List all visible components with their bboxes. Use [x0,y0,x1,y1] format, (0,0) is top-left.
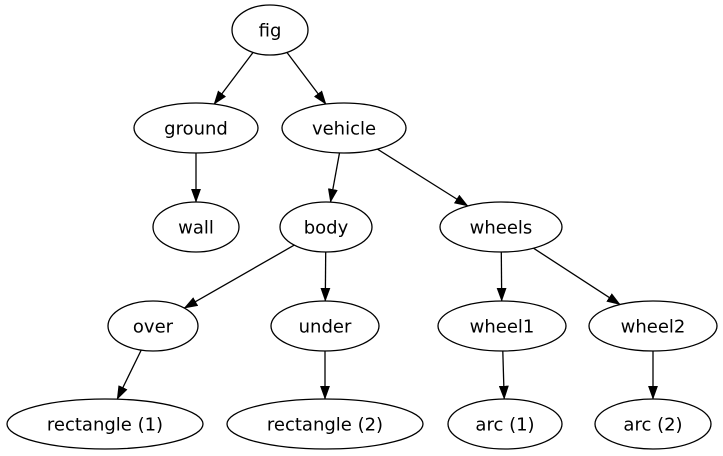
edges-layer [116,52,658,400]
node-ellipse-ground [133,102,259,154]
node-ellipse-under [270,300,380,352]
node-label-fig: fig [259,20,282,41]
node-arc2: arc (2) [594,398,712,450]
node-ellipse-fig [231,4,309,56]
node-label-under: under [299,316,352,337]
edge-body-over [183,244,295,309]
node-label-rectangle2: rectangle (2) [267,414,383,435]
node-ellipse-wheels [439,201,563,253]
node-wheel2: wheel2 [588,300,718,352]
node-ellipse-over [107,300,199,352]
node-label-wheels: wheels [470,217,533,238]
node-label-arc1: arc (1) [475,414,534,435]
node-wheel1: wheel1 [437,300,567,352]
node-label-ground: ground [164,118,228,139]
node-arc1: arc (1) [447,398,563,450]
edge-wheels-wheel2 [533,247,621,306]
node-fig: fig [231,4,309,56]
edge-wheel1-arc1 [498,350,509,400]
node-label-body: body [304,217,349,238]
node-wall: wall [152,201,240,253]
nodes-layer: fig ground vehicle wall body wheels over under w… [6,4,718,450]
node-body: body [279,201,373,253]
node-ellipse-wheel2 [588,300,718,352]
node-ellipse-body [279,201,373,253]
node-wheels: wheels [439,201,563,253]
node-ellipse-wheel1 [437,300,567,352]
node-label-wall: wall [178,217,214,238]
edge-vehicle-wheels [377,148,469,207]
node-ground: ground [133,102,259,154]
node-label-wheel1: wheel1 [470,316,535,337]
node-label-vehicle: vehicle [312,118,376,139]
node-over: over [107,300,199,352]
node-ellipse-arc2 [594,398,712,450]
node-ellipse-arc1 [447,398,563,450]
node-ellipse-vehicle [281,102,407,154]
node-ellipse-rectangle1 [6,398,204,450]
node-label-rectangle1: rectangle (1) [47,414,163,435]
node-under: under [270,300,380,352]
node-ellipse-wall [152,201,240,253]
node-label-arc2: arc (2) [623,414,682,435]
node-label-over: over [133,316,174,337]
node-rectangle2: rectangle (2) [226,398,424,450]
node-rectangle1: rectangle (1) [6,398,204,450]
node-ellipse-rectangle2 [226,398,424,450]
node-label-wheel2: wheel2 [621,316,686,337]
edge-vehicle-body [327,152,341,203]
edge-fig-ground [213,52,254,105]
edge-fig-vehicle [286,52,327,105]
node-vehicle: vehicle [281,102,407,154]
edge-over-rectangle1 [116,349,142,400]
